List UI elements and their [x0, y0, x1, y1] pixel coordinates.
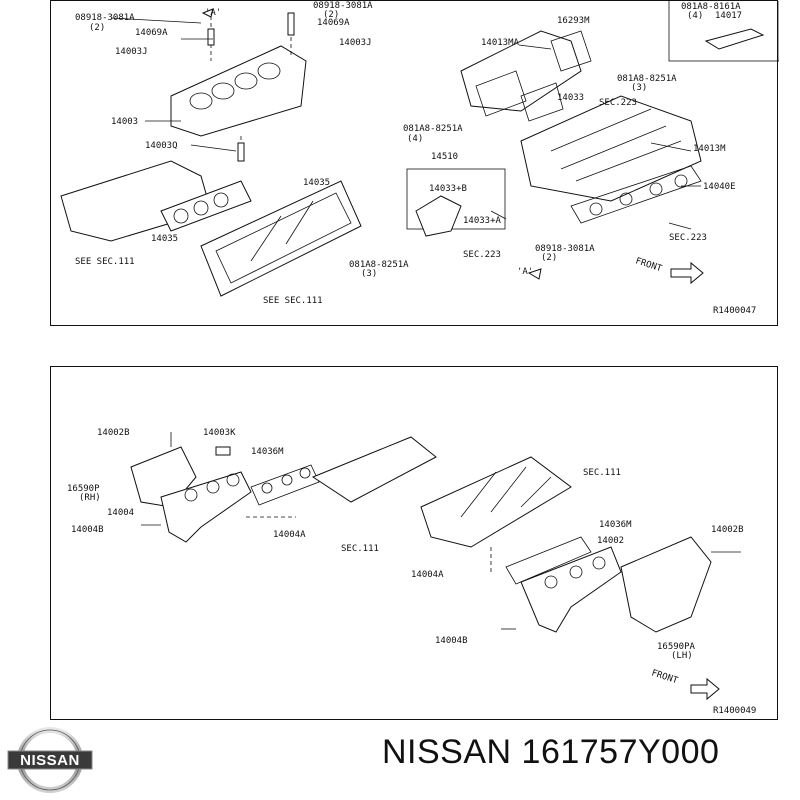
label-bolt-b6-qty: (4): [687, 11, 703, 21]
exhaust-manifold-rh-shape: [160, 471, 252, 543]
label-bolt-b3-qty: (3): [631, 83, 647, 93]
label-14002b-right: 14002B: [711, 525, 744, 535]
label-sec111-right: SEC.111: [583, 468, 621, 478]
label-14036m-right: 14036M: [599, 520, 632, 530]
bottom-diagram-panel: 14002B 14003K 14036M 16590P (RH) 14004 1…: [50, 366, 778, 720]
reference-code-top: R1400047: [713, 306, 756, 316]
label-16293m: 16293M: [557, 16, 590, 26]
gasket-14036m-lh-shape: [505, 536, 592, 585]
exhaust-manifold-lh-shape: [520, 546, 622, 633]
label-view-a1: 'A': [205, 8, 221, 18]
label-14003: 14003: [111, 117, 138, 127]
heat-insulator-lh-shape: [620, 536, 712, 633]
arrow-a2-icon: [527, 268, 542, 280]
gasket-16293m-shape: [550, 30, 592, 72]
label-14040e: 14040E: [703, 182, 736, 192]
label-sec223-top: SEC.223: [599, 98, 637, 108]
exhaust-manifold-diagram: 14002B 14003K 14036M 16590P (RH) 14004 1…: [67, 428, 756, 716]
label-sec223-right: SEC.223: [669, 233, 707, 243]
part-box-14510: [406, 168, 506, 230]
label-16590p: 16590P: [67, 484, 100, 494]
label-14003q: 14003Q: [145, 141, 178, 151]
label-see-sec111-right: SEE SEC.111: [263, 296, 323, 306]
label-nut-n1: 08918-3081A: [535, 244, 595, 254]
label-14004b-left: 14004B: [71, 525, 104, 535]
label-14510: 14510: [431, 152, 458, 162]
label-bolt-b5: 081A8-8251A: [349, 260, 409, 270]
logo-wordmark: NISSAN: [20, 752, 80, 769]
label-front-top: FRONT: [634, 256, 663, 274]
left-gasket-shape: [160, 180, 252, 232]
label-14035-left: 14035: [151, 234, 178, 244]
footer: NISSAN NISSAN 161757Y000: [0, 708, 800, 800]
label-view-a2: 'A': [517, 267, 533, 277]
label-14004-left: 14004: [107, 508, 134, 518]
reference-code-bottom: R1400049: [713, 706, 756, 716]
label-bolt-b4: 081A8-8251A: [403, 124, 463, 134]
label-14002b-left: 14002B: [97, 428, 130, 438]
label-sec223-middle: SEC.223: [463, 250, 501, 260]
cylinder-head-lh-shape: [420, 456, 572, 548]
label-14036m-left: 14036M: [251, 447, 284, 457]
label-16590pa: 16590PA: [657, 642, 696, 652]
label-bolt-b1: 08918-3081A: [75, 13, 135, 23]
label-14004b-right: 14004B: [435, 636, 468, 646]
label-bolt-b1-qty: (2): [89, 23, 105, 33]
label-14003j-right: 14003J: [339, 38, 372, 48]
label-bolt-b2-qty: (2): [323, 10, 339, 20]
label-14004a-right: 14004A: [411, 570, 444, 580]
right-cylinder-head-shape: [200, 180, 362, 297]
label-bolt-b6: 081A8-8161A: [681, 2, 741, 12]
gasket-14040e-shape: [570, 165, 702, 224]
front-arrow-icon: [670, 261, 704, 285]
label-lh: (LH): [671, 651, 693, 661]
upper-intake-pipe-shape: [460, 30, 582, 112]
front-arrow-bottom-icon: [690, 677, 720, 701]
label-rh: (RH): [79, 493, 101, 503]
label-14013m: 14013M: [693, 144, 726, 154]
inset-box: [668, 1, 779, 62]
label-bolt-b2: 08918-3081A: [313, 1, 373, 11]
label-14033a: 14033+A: [463, 216, 502, 226]
arrow-a1-icon: [201, 8, 214, 18]
label-14035-right: 14035: [303, 178, 330, 188]
label-14069a-left: 14069A: [135, 28, 168, 38]
label-bolt-b4-qty: (4): [407, 134, 423, 144]
label-bolt-b5-qty: (3): [361, 269, 377, 279]
label-nut-n1-qty: (2): [541, 253, 557, 263]
label-14033-top: 14033: [557, 93, 584, 103]
label-front-bottom: FRONT: [650, 668, 679, 686]
label-14069a-right: 14069A: [317, 18, 350, 28]
part-number-title: NISSAN 161757Y000: [382, 733, 720, 771]
label-14003k: 14003K: [203, 428, 236, 438]
label-14003j-left: 14003J: [115, 47, 148, 57]
label-bolt-b3: 081A8-8251A: [617, 74, 677, 84]
label-14017: 14017: [715, 11, 742, 21]
nissan-logo-icon: NISSAN: [7, 727, 93, 793]
label-14004a-left: 14004A: [273, 530, 306, 540]
label-14033b: 14033+B: [429, 184, 467, 194]
top-diagram-panel: 08918-3081A (2) 'A' 08918-3081A (2) 1406…: [50, 0, 779, 326]
label-14013ma: 14013MA: [481, 38, 520, 48]
label-14002: 14002: [597, 536, 624, 546]
bracket-14017-shape: [704, 28, 765, 50]
label-see-sec111-left: SEE SEC.111: [75, 257, 135, 267]
intake-manifold-diagram: 08918-3081A (2) 'A' 08918-3081A (2) 1406…: [60, 1, 779, 316]
cylinder-head-rh-shape: [311, 436, 437, 503]
label-sec111-left: SEC.111: [341, 544, 379, 554]
lower-intake-manifold-shape: [170, 45, 307, 137]
gasket-14036m-rh-shape: [250, 464, 320, 506]
